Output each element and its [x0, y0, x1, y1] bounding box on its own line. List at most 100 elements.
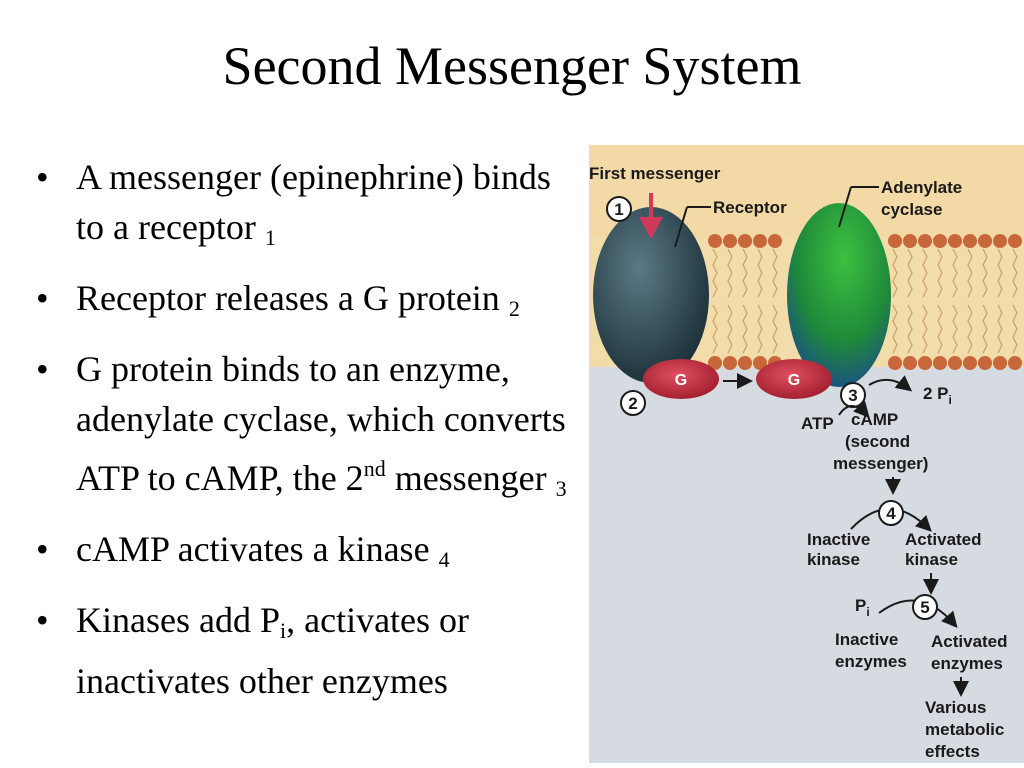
lipid-head — [888, 356, 902, 370]
lipid-head — [903, 234, 917, 248]
camp-label: cAMP — [851, 410, 898, 429]
subscript-i: i — [866, 605, 869, 619]
step-1-badge — [606, 196, 632, 222]
lipid-tail — [907, 248, 913, 298]
lipid-tail — [742, 248, 748, 298]
lipid-head — [708, 234, 722, 248]
lipid-head — [978, 356, 992, 370]
lipid-head — [963, 356, 977, 370]
lipid-tail — [937, 304, 943, 354]
bullet-item: G protein binds to an enzyme, adenylate … — [36, 344, 586, 514]
subscript-i: i — [279, 618, 287, 643]
lipid-head — [978, 234, 992, 248]
bullet-list: A messenger (epinephrine) binds to a rec… — [36, 152, 586, 716]
various-effects-label: metabolic — [925, 720, 1004, 739]
lipid-heads-top — [708, 234, 1022, 248]
second-messenger-diagram: G G First messenger 1 Receptor Adenylate… — [589, 145, 1024, 763]
p-text: P — [855, 596, 866, 615]
step-2-number: 2 — [628, 394, 637, 413]
ordinal-suffix: nd — [363, 456, 386, 481]
lipid-tail — [892, 248, 898, 298]
cyclase-leader — [838, 186, 852, 228]
first-messenger-arrow — [639, 193, 663, 239]
activated-kinase-label: kinase — [905, 550, 958, 569]
lipid-tail — [907, 304, 913, 354]
adenylate-cyclase-protein — [787, 203, 891, 387]
pi-label: Pi — [855, 596, 870, 619]
various-effects-label: Various — [925, 698, 986, 717]
lipid-head — [723, 356, 737, 370]
diagram-canvas: G G First messenger 1 Receptor Adenylate… — [589, 145, 1024, 763]
pi-release-arrow — [868, 375, 913, 392]
g-label: G — [788, 372, 800, 389]
atp-label: ATP — [801, 414, 834, 433]
lipid-head — [738, 356, 752, 370]
lipid-tail — [967, 304, 973, 354]
various-effects-label: effects — [925, 742, 980, 761]
receptor-protein — [593, 207, 709, 383]
lipid-head — [768, 234, 782, 248]
lipid-tail — [922, 248, 928, 298]
lipid-tail — [967, 248, 973, 298]
bullet-text: A messenger (epinephrine) binds to a rec… — [76, 157, 551, 247]
bullet-item: Receptor releases a G protein 2 — [36, 273, 586, 334]
lipid-tail — [1012, 304, 1018, 354]
lipid-head — [948, 356, 962, 370]
lipid-tail — [772, 248, 778, 298]
bullet-text: G protein binds to an enzyme, adenylate … — [76, 349, 566, 498]
lipid-head — [753, 356, 767, 370]
activated-enzymes-label: enzymes — [931, 654, 1003, 673]
lipid-tail — [772, 304, 778, 354]
lipid-tail — [922, 304, 928, 354]
lipid-tail — [757, 304, 763, 354]
inactive-enzymes-label: enzymes — [835, 652, 907, 671]
slide-title: Second Messenger System — [222, 36, 802, 96]
step-4-number: 4 — [886, 504, 896, 523]
step-number: 3 — [555, 476, 567, 501]
activated-enzymes-label: Activated — [931, 632, 1008, 651]
lipid-tail — [757, 248, 763, 298]
bullet-text: messenger — [385, 458, 547, 498]
step-4-badge — [878, 500, 904, 526]
lipid-tail — [727, 248, 733, 298]
step-3-number: 3 — [848, 386, 857, 405]
bullet-text: , activates or inactivates other enzymes — [76, 600, 470, 701]
lipid-head — [918, 356, 932, 370]
lipid-tail — [1012, 248, 1018, 298]
step-5-badge — [912, 594, 938, 620]
subscript-i: i — [949, 393, 952, 407]
lipid-head — [888, 234, 902, 248]
lipid-tail — [952, 248, 958, 298]
lipid-head — [963, 234, 977, 248]
lipid-tail — [997, 304, 1003, 354]
step-number: 1 — [264, 225, 276, 250]
bullet-text: Kinases add P — [76, 600, 280, 640]
bullet-text: Receptor releases a G protein — [76, 278, 500, 318]
receptor-label: Receptor — [713, 198, 787, 217]
lipid-tail — [982, 304, 988, 354]
step-1-number: 1 — [614, 200, 623, 219]
lipid-tail — [742, 304, 748, 354]
lipid-heads-bottom — [708, 356, 1022, 370]
lipid-head — [1008, 234, 1022, 248]
lipid-tails — [712, 248, 1018, 354]
lipid-tail — [952, 304, 958, 354]
g-label: G — [675, 372, 687, 389]
lipid-head — [753, 234, 767, 248]
lipid-head — [933, 234, 947, 248]
step-2-badge — [620, 390, 646, 416]
second-messenger-label: messenger) — [833, 454, 928, 473]
bullet-text: cAMP activates a kinase — [76, 529, 430, 569]
receptor-leader — [674, 206, 688, 248]
lipid-head — [993, 356, 1007, 370]
lipid-head — [1008, 356, 1022, 370]
lipid-head — [903, 356, 917, 370]
lipid-head — [708, 356, 722, 370]
step-number: 4 — [438, 547, 450, 572]
lipid-head — [948, 234, 962, 248]
step-number: 2 — [508, 296, 520, 321]
adenylate-label: Adenylate — [881, 178, 962, 197]
lipid-tail — [727, 304, 733, 354]
lipid-head — [918, 234, 932, 248]
cytoplasm — [589, 367, 1024, 763]
